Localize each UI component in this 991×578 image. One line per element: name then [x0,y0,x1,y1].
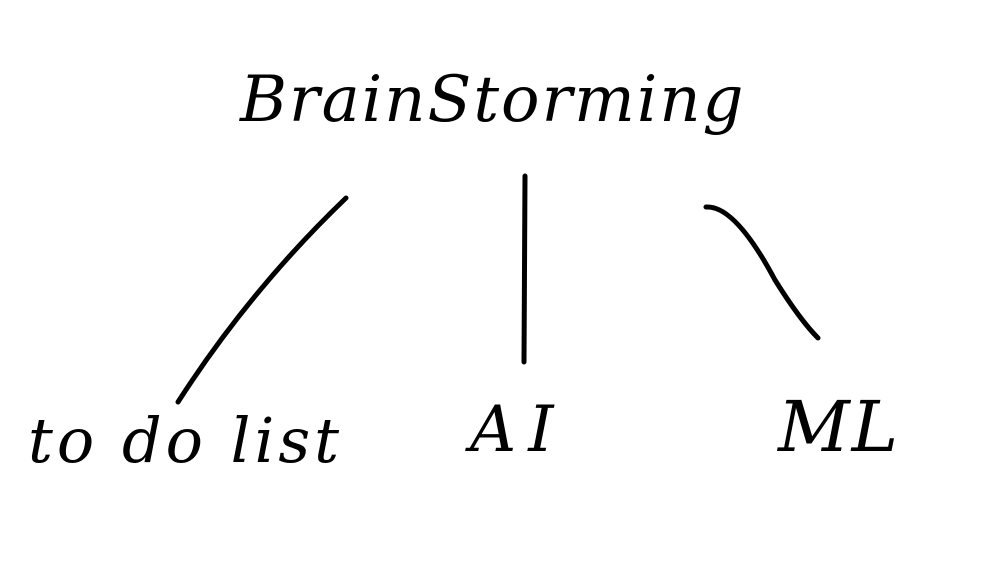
edge-ai [521,173,528,365]
root-node-label: BrainStorming [240,63,746,137]
child-node-ml: ML [778,386,901,468]
edge-to-do-list [175,195,349,405]
edge-ml [703,204,821,341]
child-node-ai: AI [470,393,566,467]
child-node-to-do-list: to do list [28,404,344,477]
